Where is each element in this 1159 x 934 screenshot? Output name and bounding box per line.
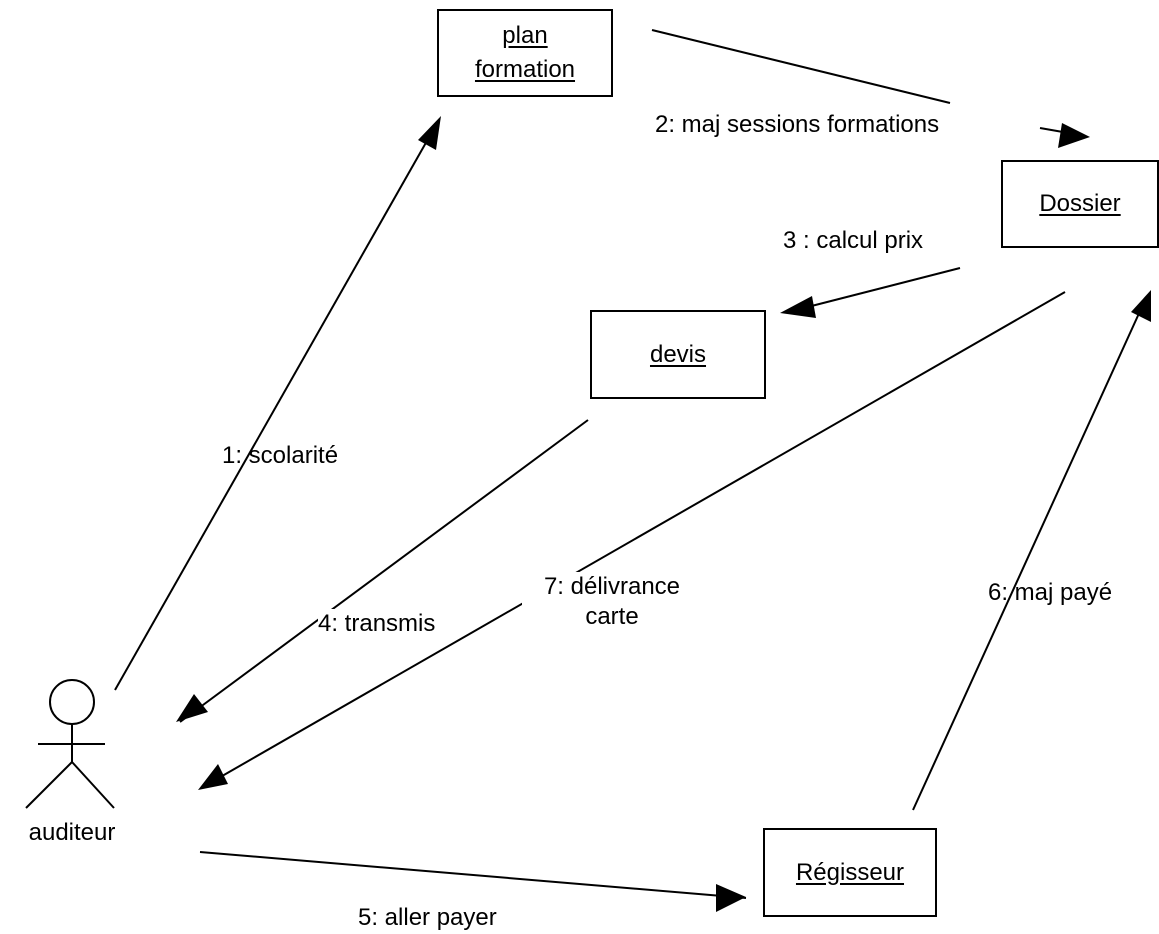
object-devis[interactable]: devis: [590, 310, 766, 399]
link-regisseur-dossier: [912, 297, 1147, 811]
arrowhead-message-7: [198, 764, 228, 790]
object-dossier-label: Dossier: [1039, 190, 1121, 217]
object-plan-formation-label: plan formation: [474, 22, 576, 83]
actor-head: [49, 679, 95, 725]
actor-auditeur-label: auditeur: [28, 819, 116, 846]
object-dossier[interactable]: Dossier: [1001, 160, 1159, 248]
message-1-label: 1: scolarité: [222, 442, 339, 469]
arrowhead-message-6: [1131, 290, 1151, 322]
object-plan-formation[interactable]: plan formation: [437, 9, 613, 97]
arrowhead-message-2: [1058, 123, 1090, 148]
arrowhead-message-5: [716, 884, 746, 912]
message-6-label: 6: maj payé: [988, 579, 1113, 606]
object-regisseur-label: Régisseur: [795, 858, 905, 886]
actor-leg-left: [25, 761, 73, 809]
link-plan-dossier: [651, 29, 951, 104]
link-dossier-devis: [787, 267, 961, 313]
message-4-label: 4: transmis: [318, 609, 436, 639]
message-5-label: 5: aller payer: [358, 904, 497, 931]
actor-auditeur-figure: [25, 679, 115, 809]
message-7-label: 7: délivrance carte: [522, 572, 702, 632]
arrowhead-message-3: [780, 296, 816, 318]
link-auditeur-regisseur: [199, 851, 747, 899]
arrowhead-message-4: [176, 694, 208, 722]
link-dossier-auditeur: [202, 291, 1066, 788]
link-devis-auditeur: [179, 419, 589, 723]
object-devis-label: devis: [649, 340, 707, 368]
actor-leg-right: [71, 761, 115, 809]
message-2-label: 2: maj sessions formations: [655, 111, 940, 138]
message-3-label: 3 : calcul prix: [783, 227, 924, 254]
object-regisseur[interactable]: Régisseur: [763, 828, 937, 917]
arrowhead-message-1: [418, 116, 441, 150]
link-auditeur-plan: [114, 124, 437, 691]
